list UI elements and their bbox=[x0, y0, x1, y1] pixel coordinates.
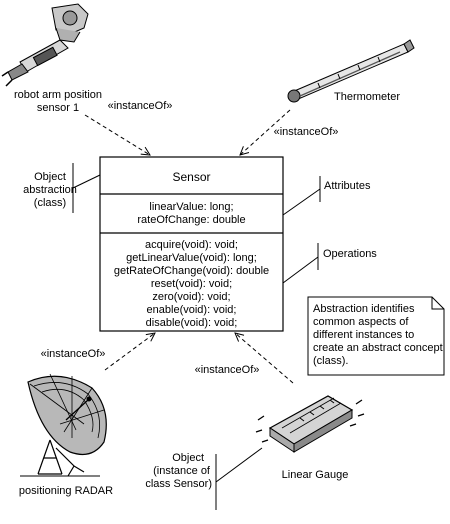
note-line: different instances to bbox=[313, 329, 414, 341]
sensor-class-box: Sensor linearValue: long; rateOfChange: … bbox=[99, 156, 284, 332]
callout-leader bbox=[282, 188, 321, 216]
note-box: Abstraction identifies common aspects of… bbox=[307, 296, 445, 376]
callout-object-instance-line2: (instance of bbox=[153, 465, 211, 477]
note-line: create an abstract concept bbox=[313, 342, 443, 354]
callout-object-abstraction-line2: abstraction bbox=[23, 184, 77, 196]
instanceof-label-robot: «instanceOf» bbox=[108, 100, 173, 112]
robot-arm-label-line2: sensor 1 bbox=[37, 102, 79, 114]
instanceof-arrow-radar bbox=[104, 333, 155, 371]
thermometer-label: Thermometer bbox=[334, 91, 400, 103]
attribute-item: rateOfChange: double bbox=[137, 214, 245, 226]
thermometer-illustration bbox=[287, 39, 415, 103]
linear-gauge-illustration bbox=[255, 395, 365, 453]
robot-arm-label-line1: robot arm position bbox=[14, 89, 102, 101]
callout-object-instance-line1: Object bbox=[172, 452, 204, 464]
radar-label: positioning RADAR bbox=[19, 485, 113, 497]
callout-attributes: Attributes bbox=[324, 180, 371, 192]
callout-object-instance-line3: class Sensor) bbox=[145, 478, 212, 490]
instanceof-label-radar: «instanceOf» bbox=[41, 348, 106, 360]
instanceof-arrow-robot bbox=[84, 114, 150, 155]
class-name: Sensor bbox=[172, 170, 210, 184]
instanceof-arrow-gauge bbox=[235, 333, 294, 384]
attribute-item: linearValue: long; bbox=[149, 201, 233, 213]
callout-object-abstraction-line1: Object bbox=[34, 171, 66, 183]
robot-arm-illustration bbox=[1, 3, 89, 87]
operation-item: reset(void): void; bbox=[151, 278, 232, 290]
callout-leader bbox=[282, 256, 319, 284]
callout-operations: Operations bbox=[323, 248, 377, 260]
instanceof-label-thermometer: «instanceOf» bbox=[274, 126, 339, 138]
callout-object-abstraction-line3: (class) bbox=[34, 197, 66, 209]
gauge-label: Linear Gauge bbox=[282, 469, 349, 481]
operation-item: disable(void): void; bbox=[146, 317, 238, 329]
operation-item: getLinearValue(void): long; bbox=[126, 252, 257, 264]
instanceof-arrow-thermometer bbox=[240, 109, 291, 155]
operation-item: zero(void): void; bbox=[152, 291, 230, 303]
operation-item: getRateOfChange(void): double bbox=[114, 265, 269, 277]
operation-item: enable(void): void; bbox=[147, 304, 237, 316]
instanceof-label-gauge: «instanceOf» bbox=[195, 364, 260, 376]
operation-item: acquire(void): void; bbox=[145, 239, 238, 251]
callout-leader bbox=[215, 447, 263, 483]
callout-leader bbox=[72, 174, 101, 189]
note-line: common aspects of bbox=[313, 316, 409, 328]
note-line: (class). bbox=[313, 355, 348, 367]
radar-illustration bbox=[20, 373, 107, 477]
note-line: Abstraction identifies bbox=[313, 303, 415, 315]
